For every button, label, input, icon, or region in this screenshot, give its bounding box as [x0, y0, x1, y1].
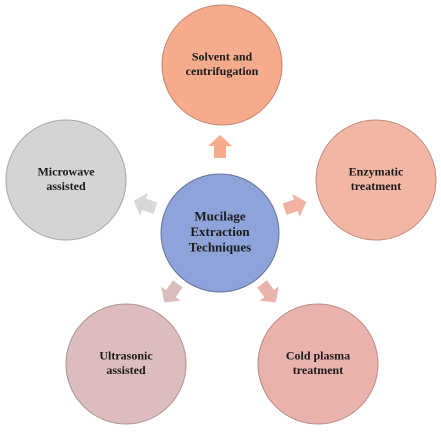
- arrow-shape: [161, 280, 183, 303]
- enzymatic-label-line: Enzymatic: [349, 165, 404, 179]
- solvent-label-line: centrifugation: [186, 64, 259, 78]
- center-label-line: Mucilage: [194, 208, 245, 223]
- arrow-to-solvent: [208, 135, 233, 159]
- solvent-label-line: Solvent and: [192, 50, 253, 64]
- arrow-shape: [282, 193, 307, 217]
- ultrasonic-label-line: Ultrasonic: [99, 349, 153, 363]
- center-label-line: Extraction: [190, 224, 250, 239]
- cold-plasma-label-line: Cold plasma: [286, 349, 350, 363]
- node-circle: [315, 119, 437, 241]
- ultrasonic-label-line: assisted: [106, 363, 146, 377]
- arrow-to-ultrasonic: [161, 280, 183, 303]
- arrow-to-enzymatic: [282, 193, 307, 217]
- node-circle: [257, 303, 379, 425]
- cold-plasma-label-line: treatment: [293, 363, 343, 377]
- nodes-layer: Solvent andcentrifugationEnzymatictreatm…: [5, 4, 437, 425]
- arrow-to-cold-plasma: [257, 280, 279, 303]
- arrow-to-microwave: [133, 193, 158, 216]
- enzymatic-label-line: treatment: [351, 179, 401, 193]
- arrow-shape: [208, 135, 233, 159]
- center-circle: [160, 173, 280, 293]
- microwave-label-line: assisted: [46, 179, 86, 193]
- node-circle: [65, 303, 187, 425]
- arrows-layer: [133, 135, 307, 303]
- arrow-shape: [257, 280, 279, 303]
- node-circle: [161, 4, 283, 126]
- arrow-shape: [133, 193, 158, 216]
- node-circle: [5, 119, 127, 241]
- center-label-line: Techniques: [189, 240, 251, 255]
- microwave-label-line: Microwave: [37, 165, 95, 179]
